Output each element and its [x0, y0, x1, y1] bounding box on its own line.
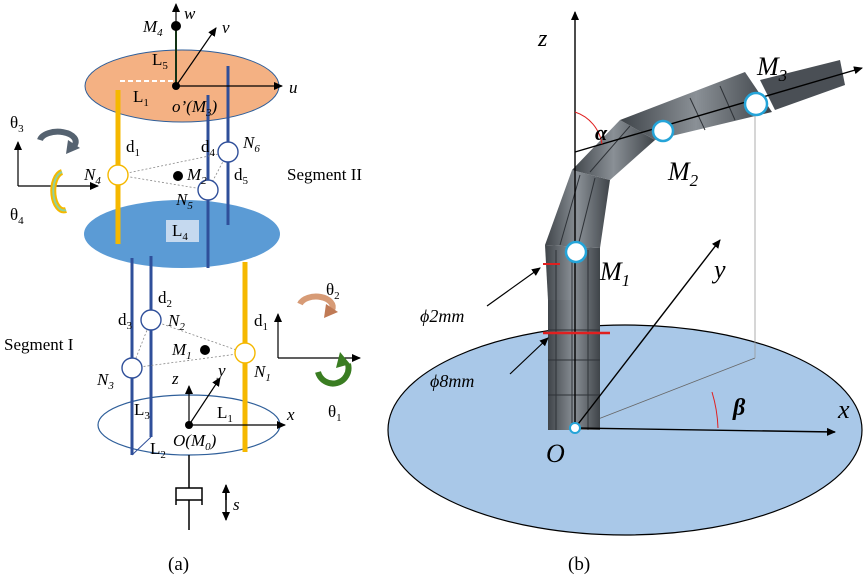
caption-a: (a)	[168, 554, 189, 575]
label-theta2: θ2	[326, 280, 340, 302]
cable-link	[131, 436, 152, 456]
dim-large-leader	[509, 337, 549, 375]
label-M1-b: M1	[599, 257, 630, 290]
rotation-theta3-icon	[37, 128, 79, 148]
label-segment-2: Segment II	[287, 165, 362, 184]
label-L2: L2	[150, 439, 166, 461]
panel-a: M4 w v u L5 L1 o’(M3) d1 d4 N6 N4 M2 d5 …	[4, 3, 362, 575]
label-d3: d3	[118, 310, 133, 332]
node-N6	[217, 141, 239, 163]
x-axis-b	[574, 427, 836, 436]
label-d1-top: d1	[126, 137, 140, 159]
node-N1	[234, 342, 256, 364]
point-M4	[171, 21, 181, 31]
label-x-a: x	[286, 405, 295, 424]
point-M2	[173, 171, 183, 181]
direction-line	[574, 66, 863, 153]
label-v: v	[222, 18, 230, 37]
label-beta: β	[732, 395, 746, 421]
label-N6: N6	[242, 133, 260, 155]
label-L1-bot: L1	[217, 403, 233, 425]
label-s: s	[233, 495, 240, 514]
alpha-arc	[574, 111, 603, 145]
label-M2-b: M2	[667, 157, 699, 190]
caption-b: (b)	[568, 554, 590, 575]
label-dim-small: ϕ2mm	[420, 306, 464, 326]
point-M3	[172, 82, 180, 90]
label-O-b: O	[546, 439, 565, 468]
node-N4	[107, 164, 129, 186]
label-z-a: z	[171, 369, 179, 388]
L4-label-box	[166, 220, 199, 242]
rotation-theta1-arrowhead	[336, 352, 350, 368]
rotation-theta2-arrowhead	[324, 304, 338, 318]
label-L3: L3	[134, 400, 150, 422]
point-M1	[200, 345, 210, 355]
label-segment-1: Segment I	[4, 335, 74, 354]
label-theta4: θ4	[10, 205, 24, 227]
panel-b: z y x O α β M1 M2 M3 ϕ2mm ϕ8mm (b)	[387, 11, 863, 575]
nodes	[107, 141, 256, 379]
label-L1-top: L1	[133, 87, 149, 109]
label-x-b: x	[837, 395, 850, 424]
rotation-theta2-icon	[297, 293, 336, 312]
label-N4: N4	[83, 165, 101, 187]
marker-M2	[651, 119, 675, 143]
label-u: u	[289, 78, 298, 97]
point-M0	[185, 421, 193, 429]
label-N2: N2	[167, 311, 185, 333]
node-N5	[197, 179, 219, 201]
label-L5: L5	[152, 50, 168, 72]
label-z-b: z	[537, 26, 548, 52]
beta-arc	[711, 391, 719, 429]
label-M3-b: M3	[756, 52, 787, 85]
label-w: w	[184, 4, 196, 23]
label-M4: M4	[142, 17, 163, 39]
label-N3: N3	[96, 370, 114, 392]
base-disk-b	[387, 324, 863, 536]
label-M1: M1	[171, 340, 192, 362]
rotation-theta3-arrowhead	[66, 140, 80, 154]
node-N3	[121, 357, 143, 379]
marker-M3	[743, 91, 769, 117]
projection-line	[574, 357, 756, 429]
marker-M1	[564, 240, 588, 264]
v-axis	[175, 27, 217, 87]
y-axis-a	[188, 377, 221, 426]
rotation-theta1-icon	[315, 363, 352, 387]
rotation-theta4-inner	[52, 171, 67, 212]
label-theta3: θ3	[10, 113, 24, 135]
node-N2	[140, 309, 162, 331]
label-N1: N1	[253, 362, 271, 384]
label-L4: L4	[172, 221, 188, 243]
label-N5: N5	[175, 190, 193, 212]
label-d2: d2	[158, 288, 172, 310]
origin-marker	[569, 422, 581, 434]
label-theta1: θ1	[328, 402, 342, 424]
node-triangles	[117, 151, 246, 369]
label-alpha: α	[595, 120, 608, 145]
label-d1-bot: d1	[254, 311, 268, 333]
dim-small-leader	[486, 267, 541, 307]
actuator-icon	[175, 455, 230, 530]
label-M0: O(M0)	[173, 431, 217, 453]
label-d4: d4	[201, 137, 216, 159]
label-M3: o’(M3)	[172, 97, 217, 119]
label-M2: M2	[186, 165, 207, 187]
label-y-a: y	[216, 361, 226, 380]
label-dim-large: ϕ8mm	[430, 371, 474, 391]
label-d5: d5	[234, 165, 249, 187]
y-axis-b	[574, 239, 721, 429]
label-y-b: y	[711, 255, 726, 284]
